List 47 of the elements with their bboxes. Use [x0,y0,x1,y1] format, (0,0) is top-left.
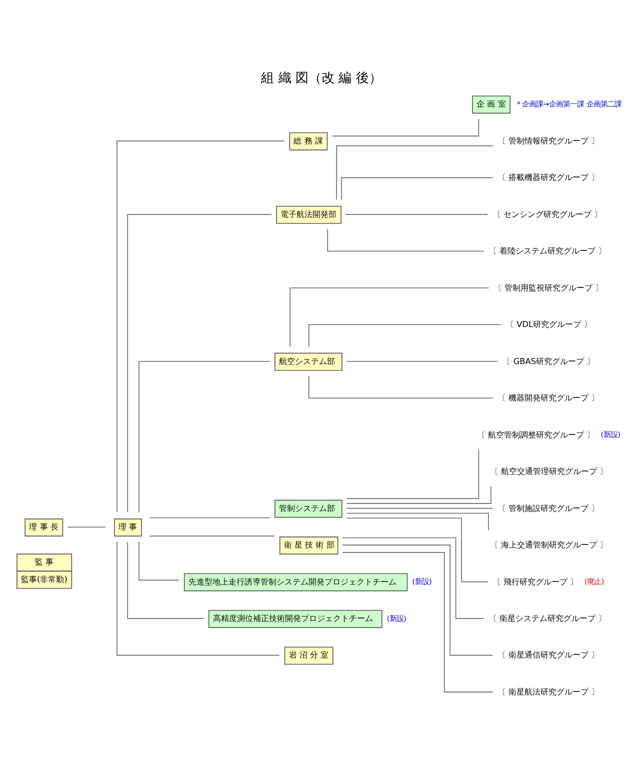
node-label: (新設) [386,614,407,623]
connector [336,145,494,200]
connector [346,508,494,509]
connector [342,544,494,656]
connector [308,324,502,348]
connector [346,486,492,504]
connector [332,118,480,136]
connector [116,541,280,656]
node-label: (新設) [412,577,432,586]
connector [346,360,498,362]
node-label: ＊企画課→企画第一課 企画第二課 [515,99,622,108]
node-text: 〔 管制情報研究グループ 〕 [498,135,600,146]
node-text: 〔 VDL研究グループ 〕 [506,319,592,330]
connector [346,449,480,499]
connector [341,177,494,200]
connector [127,542,204,619]
node-text: 〔 機器開発研究グループ 〕 [498,392,600,403]
node-text: 〔 衛星通信研究グループ 〕 [498,650,600,660]
connector [127,214,272,513]
node-text: 〔 管制施設研究グループ 〕 [498,502,600,513]
node-text: 〔 飛行研究グループ 〕 [492,576,578,586]
connector [290,287,490,347]
node-label: (廃止) [584,577,604,586]
connector [149,517,270,518]
connector [345,214,488,215]
node-text: 〔 搭載機器研究グループ 〕 [498,172,600,182]
connector [327,228,484,252]
node-text: 〔 着陸システム研究グループ 〕 [488,246,606,256]
connector [138,542,180,581]
diagram-title: 組 織 図（改 編 後） [261,70,382,86]
node-text: 〔 センシング研究グループ 〕 [492,208,602,219]
connector [346,512,489,531]
connector [67,526,106,528]
connector [342,537,484,619]
connector [116,140,285,513]
node-label: (新設) [600,430,620,440]
node-text: 〔 衛星システム研究グループ 〕 [488,613,606,624]
node-text: 〔 管制用監視研究グループ 〕 [494,282,603,292]
connector [346,518,488,582]
node-text: 〔 GBAS研究グループ 〕 [502,356,595,366]
node-text: 〔 衛星航法研究グループ 〕 [498,686,600,696]
connector [342,552,494,692]
node-text: 〔 海上交通管制研究グループ 〕 [490,540,608,550]
connector [308,376,494,399]
connector [138,360,270,513]
node-text: 〔 航空交通管理研究グループ 〕 [490,466,608,476]
node-text: 〔 航空管制調整研究グループ 〕 [477,429,595,440]
